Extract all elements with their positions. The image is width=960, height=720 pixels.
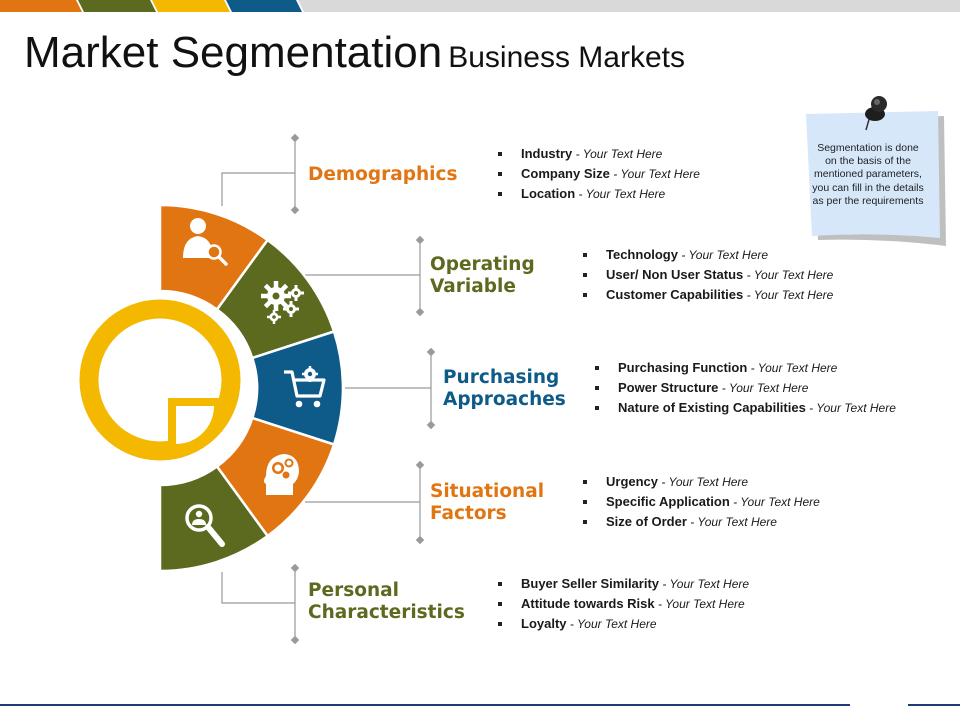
list-item: Technology - Your Text Here: [583, 245, 833, 265]
segment-personal-characteristics: [158, 464, 270, 573]
situational-factors-item-list: Urgency - Your Text Here Specific Applic…: [583, 472, 820, 532]
list-item: Industry - Your Text Here: [498, 144, 700, 164]
bar-segment-blue: [226, 0, 302, 12]
connector-personal: [221, 572, 295, 604]
list-item: Company Size - Your Text Here: [498, 164, 700, 184]
list-item: Buyer Seller Similarity - Your Text Here: [498, 574, 749, 594]
list-item: Loyalty - Your Text Here: [498, 614, 749, 634]
list-item: Customer Capabilities - Your Text Here: [583, 285, 833, 305]
operating-variable-item-list: Technology - Your Text Here User/ Non Us…: [583, 245, 833, 305]
category-title-line: Factors: [430, 503, 507, 524]
category-title-line: Purchasing: [443, 367, 560, 388]
list-item: Nature of Existing Capabilities - Your T…: [595, 398, 896, 418]
connector-demographics: [221, 172, 295, 206]
sticky-note: [806, 111, 946, 246]
gears-icon: [261, 281, 304, 324]
bottom-rule: [0, 704, 960, 706]
connector-lines: [221, 138, 432, 640]
demographics-item-list: Industry - Your Text Here Company Size -…: [498, 144, 700, 204]
user-search-icon: [183, 218, 228, 266]
list-item: Purchasing Function - Your Text Here: [595, 358, 896, 378]
title-subtitle: Business Markets: [448, 41, 685, 74]
category-title-demographics: Demographics: [308, 164, 457, 186]
category-title-purchasing-approaches: Purchasing Approaches: [443, 367, 566, 411]
category-title-line: Characteristics: [308, 602, 465, 623]
bar-segment-orange: [0, 0, 82, 12]
category-title-operating-variable: Operating Variable: [430, 254, 535, 298]
magnifier-person-icon: [185, 504, 225, 547]
bar-segment-olive: [78, 0, 156, 12]
category-title-line: Operating: [430, 254, 535, 275]
list-item: Attitude towards Risk - Your Text Here: [498, 594, 749, 614]
center-quarter-wedge-inner: [176, 406, 214, 444]
sticky-note-text: Segmentation is done on the basis of the…: [812, 142, 924, 207]
title-main: Market Segmentation: [24, 28, 443, 77]
bar-segment-gray: [298, 0, 960, 12]
top-decorative-bar: [0, 0, 960, 12]
list-item: Location - Your Text Here: [498, 184, 700, 204]
category-title-line: Situational: [430, 481, 545, 502]
category-title-line: Demographics: [308, 164, 458, 185]
list-item: Power Structure - Your Text Here: [595, 378, 896, 398]
purchasing-approaches-item-list: Purchasing Function - Your Text Here Pow…: [595, 358, 896, 418]
category-title-situational-factors: Situational Factors: [430, 481, 544, 525]
category-title-personal-characteristics: Personal Characteristics: [308, 580, 465, 624]
push-pin-icon: [865, 96, 887, 131]
list-item: User/ Non User Status - Your Text Here: [583, 265, 833, 285]
personal-characteristics-item-list: Buyer Seller Similarity - Your Text Here…: [498, 574, 749, 634]
category-title-line: Personal: [308, 580, 399, 601]
category-title-line: Variable: [430, 276, 516, 297]
list-item: Specific Application - Your Text Here: [583, 492, 820, 512]
head-gears-icon: [264, 454, 299, 495]
bar-segment-yellow: [152, 0, 230, 12]
sticky-note-paper: [806, 111, 940, 238]
list-item: Size of Order - Your Text Here: [583, 512, 820, 532]
list-item: Urgency - Your Text Here: [583, 472, 820, 492]
category-title-line: Approaches: [443, 389, 566, 410]
shopping-cart-icon: [284, 366, 326, 408]
connector-diamonds: [290, 133, 436, 645]
center-ring: [79, 299, 241, 461]
